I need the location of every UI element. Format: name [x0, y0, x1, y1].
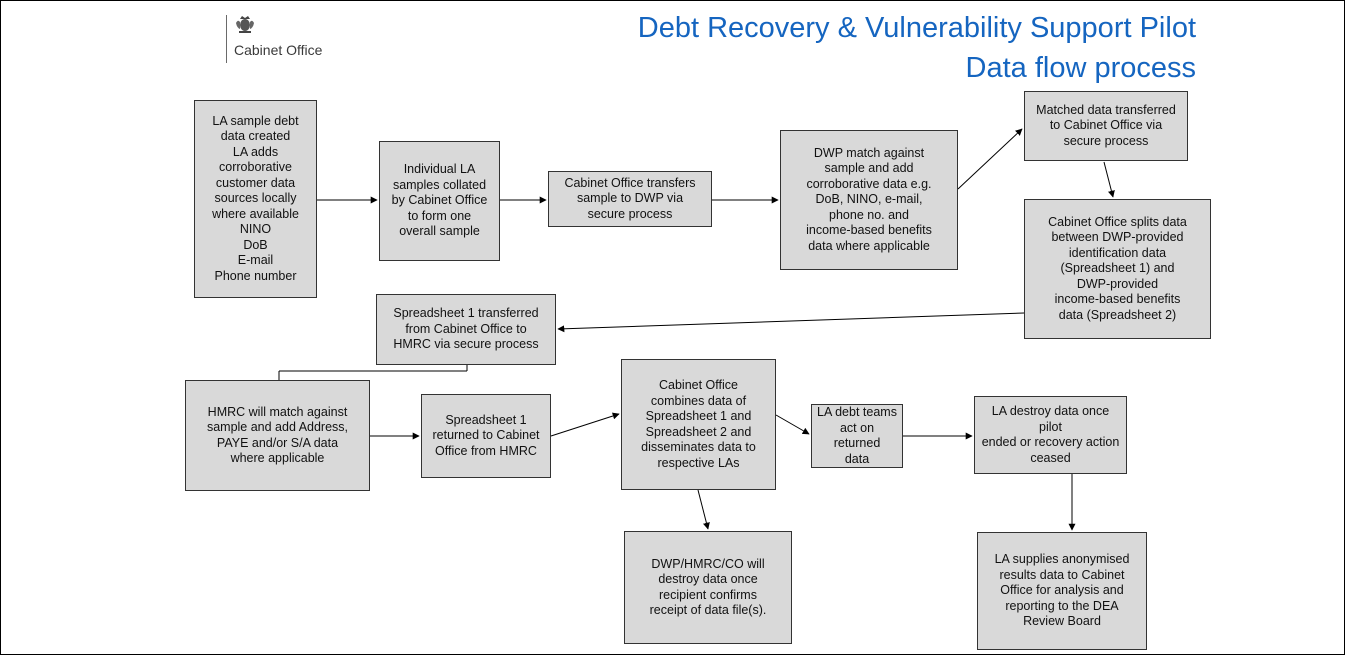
- arrow-splits-to-ss1: [557, 312, 1025, 333]
- step-co-combines-data: Cabinet Office combines data of Spreadsh…: [621, 359, 776, 490]
- page-title: Debt Recovery & Vulnerability Support Pi…: [637, 12, 1196, 44]
- arrow-matched-to-splits: [1103, 161, 1115, 198]
- logo-rule: [226, 15, 227, 63]
- step-la-sample-created: LA sample debt data created LA adds corr…: [194, 100, 317, 298]
- step-la-supplies-results: LA supplies anonymised results data to C…: [977, 532, 1147, 650]
- arrow-combines-to-dwp-destroy: [697, 489, 710, 530]
- royal-crest-icon: [236, 16, 254, 33]
- step-dwp-hmrc-co-destroy: DWP/HMRC/CO will destroy data once recip…: [624, 531, 792, 644]
- step-la-destroy-data: LA destroy data once pilot ended or reco…: [974, 396, 1127, 474]
- arrow-dwp-to-matched: [957, 128, 1023, 190]
- step-co-splits-data: Cabinet Office splits data between DWP-p…: [1024, 199, 1211, 339]
- step-spreadsheet1-to-hmrc: Spreadsheet 1 transferred from Cabinet O…: [376, 294, 556, 365]
- step-matched-data-transferred: Matched data transferred to Cabinet Offi…: [1024, 91, 1188, 161]
- arrow-combines-to-act: [775, 414, 810, 435]
- step-spreadsheet1-returned: Spreadsheet 1 returned to Cabinet Office…: [421, 394, 551, 478]
- page-subtitle: Data flow process: [965, 52, 1197, 84]
- arrow-returned-to-combines: [550, 412, 620, 437]
- step-co-transfers-to-dwp: Cabinet Office transfers sample to DWP v…: [548, 171, 712, 227]
- step-la-teams-act: LA debt teams act on returned data: [811, 404, 903, 468]
- step-hmrc-match: HMRC will match against sample and add A…: [185, 380, 370, 491]
- step-dwp-match: DWP match against sample and add corrobo…: [780, 130, 958, 270]
- organisation-name: Cabinet Office: [234, 42, 323, 58]
- step-samples-collated: Individual LA samples collated by Cabine…: [379, 141, 500, 261]
